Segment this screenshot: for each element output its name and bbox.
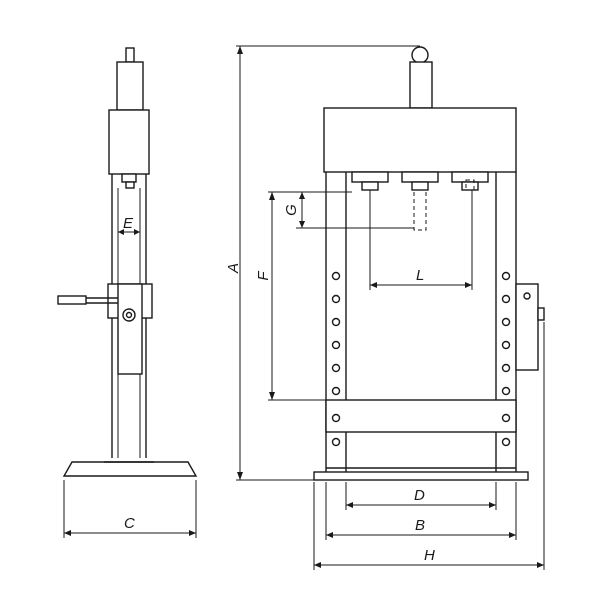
front-piston-extended <box>413 189 427 231</box>
side-view: E C <box>57 47 198 538</box>
dim-h-arrow-right <box>537 562 544 568</box>
hole <box>331 340 341 350</box>
dim-b-arrow-left <box>326 532 333 538</box>
dim-d-arrow-right <box>489 502 496 508</box>
hole <box>331 317 341 327</box>
dim-a-arrow-bottom <box>237 472 243 480</box>
dim-e-arrow-right <box>134 229 140 235</box>
front-pump-knob <box>537 307 545 321</box>
hole <box>501 294 511 304</box>
dim-l-arrow-left <box>370 282 377 288</box>
front-base-plate <box>313 471 529 481</box>
table-pin-left <box>331 413 341 423</box>
dim-f-label: F <box>255 271 272 281</box>
hole <box>331 363 341 373</box>
front-ram-right-tip <box>461 181 479 191</box>
hole <box>501 271 511 281</box>
dim-e-label: E <box>123 215 134 232</box>
side-pump-valve-center <box>125 311 133 319</box>
hole <box>331 386 341 396</box>
dim-d-label: D <box>414 487 425 504</box>
front-view: A F G L D B <box>225 45 545 570</box>
front-cylinder <box>409 61 433 109</box>
hole <box>501 363 511 373</box>
dim-b-label: B <box>415 517 425 534</box>
hole <box>331 271 341 281</box>
front-work-table <box>325 399 517 433</box>
front-ram-left-tip <box>361 181 379 191</box>
dim-h-arrow-left <box>314 562 321 568</box>
hole <box>501 317 511 327</box>
dim-h-label: H <box>424 547 435 564</box>
front-ram-center <box>401 171 439 183</box>
dim-d-arrow-left <box>346 502 353 508</box>
front-pump-fitting <box>523 292 531 300</box>
dim-g-label: G <box>283 204 300 216</box>
front-ram-left <box>351 171 389 183</box>
dim-c-arrow-right <box>189 530 196 536</box>
dim-l-arrow-right <box>465 282 472 288</box>
dim-b-arrow-right <box>509 532 516 538</box>
side-ram-head <box>121 173 137 183</box>
dim-g-arrow-bottom <box>299 221 305 228</box>
dim-f-arrow-top <box>269 192 275 200</box>
dim-e-arrow-left <box>118 229 124 235</box>
column-holes-left <box>331 271 341 447</box>
hole <box>501 386 511 396</box>
dim-f-arrow-bottom <box>269 392 275 400</box>
side-pump-valve <box>122 308 136 322</box>
dim-g-arrow-top <box>299 192 305 199</box>
dim-l-label: L <box>416 267 424 284</box>
side-pump-block <box>117 283 143 375</box>
side-cylinder-body <box>108 109 150 175</box>
table-pin-right <box>501 413 511 423</box>
side-cylinder-top <box>116 61 144 111</box>
side-cylinder-rod <box>125 47 135 63</box>
side-lever-grip <box>57 295 87 305</box>
dim-c-label: C <box>124 515 135 532</box>
dim-a-label: A <box>225 263 242 274</box>
hole <box>501 340 511 350</box>
hole <box>501 437 511 447</box>
front-ram-center-tip <box>411 181 429 191</box>
front-ram-right-dash <box>465 179 475 191</box>
front-cylinder-knob <box>411 46 429 64</box>
hole <box>331 437 341 447</box>
hole <box>331 294 341 304</box>
dim-a-arrow-top <box>237 46 243 54</box>
side-base-plate <box>62 461 198 477</box>
side-ram-tip <box>125 181 135 189</box>
front-top-beam <box>323 107 517 173</box>
front-pump-box <box>515 283 539 371</box>
dim-c-arrow-left <box>64 530 71 536</box>
